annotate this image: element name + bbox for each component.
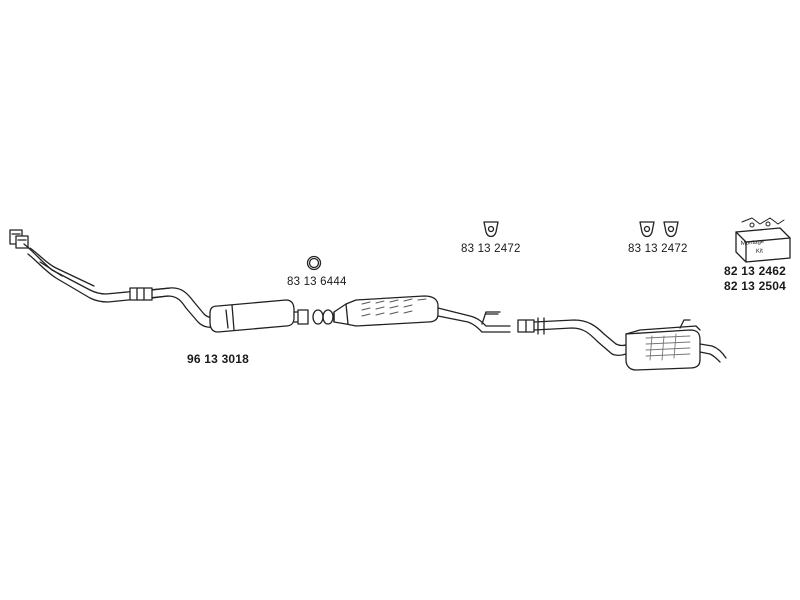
- rear-pipe: [533, 317, 629, 357]
- front-pipe: [23, 243, 219, 328]
- kit-box-label-line2: Kit: [756, 248, 764, 255]
- rubber-hanger-icon-left: [639, 221, 655, 238]
- gasket-joint: [312, 309, 334, 325]
- part-number-front-pipe: 96 13 3018: [187, 352, 250, 366]
- rubber-hanger-icon: [483, 221, 499, 238]
- part-number-mounting-kit-b: 82 13 2504: [724, 279, 787, 293]
- part-number-mounting-kit-a: 82 13 2462: [724, 264, 787, 278]
- rear-silencer: [625, 319, 727, 371]
- part-number-gasket: 83 13 6444: [287, 276, 347, 288]
- part-number-hanger-rear: 83 13 2472: [628, 243, 688, 255]
- mounting-kit-box-icon: [735, 217, 791, 263]
- middle-silencer: [333, 295, 511, 333]
- part-number-hanger-mid: 83 13 2472: [461, 243, 521, 255]
- kit-box-label-line1: Montage: [741, 239, 765, 247]
- pipe-connector: [517, 319, 535, 333]
- gasket-ring: [306, 255, 322, 271]
- rubber-hanger-icon-right: [663, 221, 679, 238]
- front-silencer: [209, 299, 309, 333]
